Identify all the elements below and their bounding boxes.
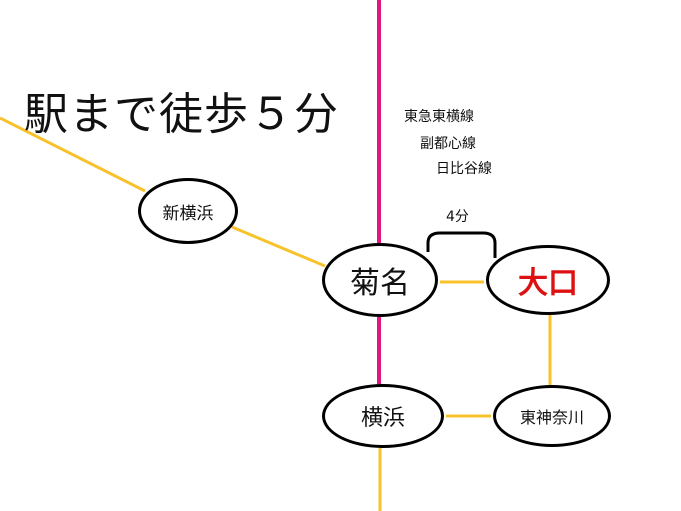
station-kikuna: 菊名: [322, 243, 438, 317]
station-name: 新横浜: [162, 203, 214, 224]
walk-time-bracket: [426, 231, 497, 258]
station-name: 東神奈川: [519, 408, 584, 427]
headline: 駅まで徒歩５分: [24, 89, 339, 140]
station-okuchi: 大口: [486, 245, 610, 315]
line-label-toyoko: 東急東横線: [404, 109, 474, 125]
line-label-fukutoshin: 副都心線: [420, 136, 476, 152]
station-name: 横浜: [360, 406, 405, 431]
line-label-hibiya: 日比谷線: [436, 161, 492, 177]
station-name: 大口: [518, 266, 578, 301]
station-yokohama: 横浜: [322, 384, 444, 448]
yokohama-line-shinyokohama-kikuna: [231, 225, 326, 268]
station-higashi-kanagawa: 東神奈川: [493, 385, 611, 447]
yokohama-line-west: [0, 116, 146, 193]
station-shin-yokohama: 新横浜: [138, 178, 238, 244]
walk-time-label: 4分: [446, 209, 469, 225]
station-name: 菊名: [350, 266, 410, 301]
